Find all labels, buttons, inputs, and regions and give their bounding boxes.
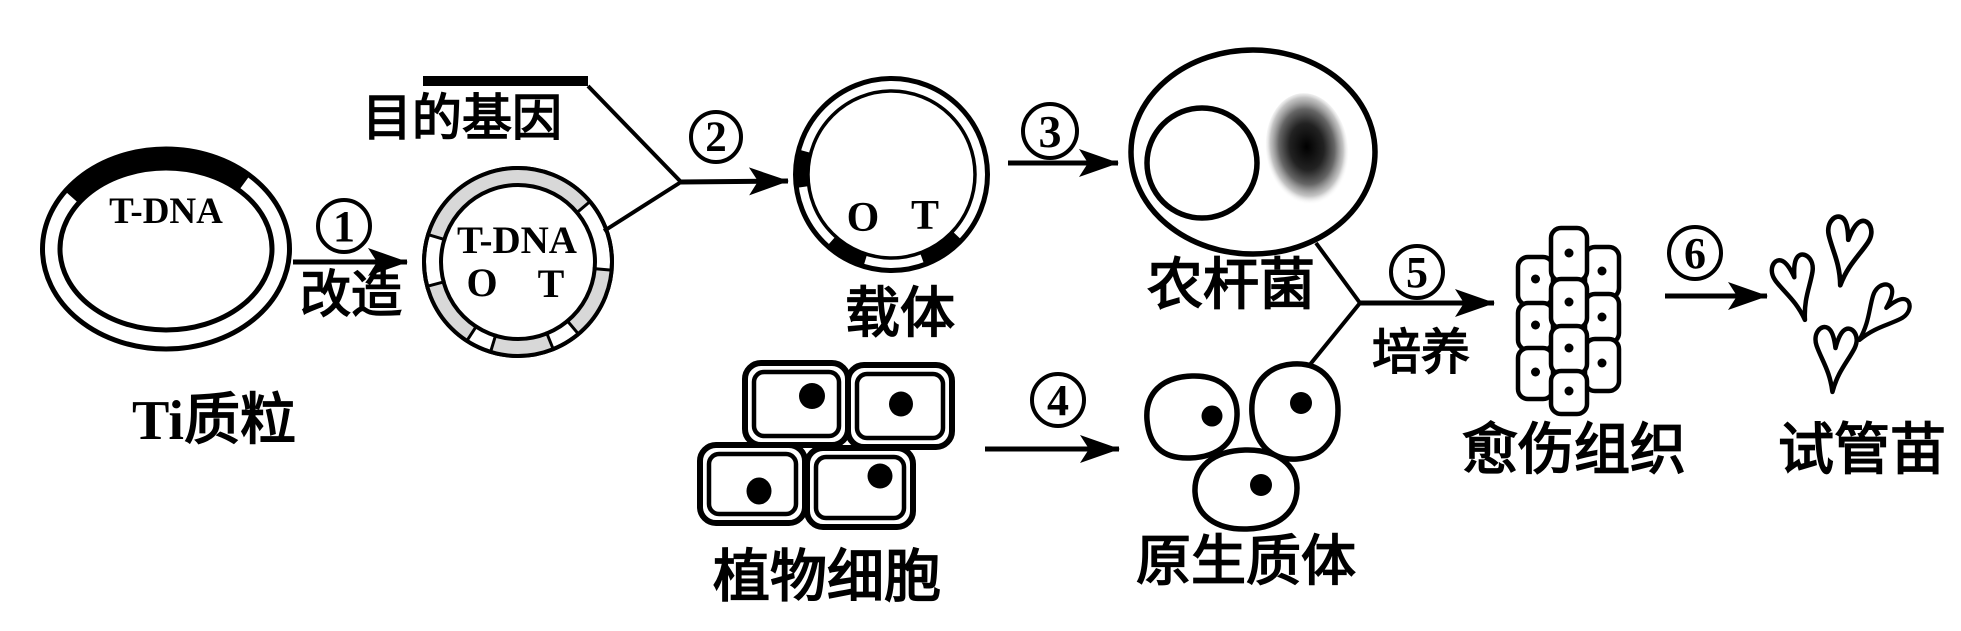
- plant-cell-nucleus: [746, 477, 772, 505]
- step3-number: 3: [1038, 105, 1062, 157]
- plant-cell-nucleus: [889, 391, 913, 417]
- plant-cell-1: [742, 360, 851, 448]
- modified-plasmid-t-site: T: [537, 261, 565, 306]
- plant-cell-nucleus: [867, 463, 893, 489]
- step3-circle: 3: [1021, 102, 1079, 160]
- ti-plasmid-shape: [40, 146, 292, 352]
- plant-cell-4: [804, 445, 916, 530]
- junction-line-agrobacterium: [1314, 241, 1362, 305]
- ti-tdna-arc: [64, 148, 251, 204]
- plant-cell-nucleus: [799, 383, 825, 409]
- step6-number: 6: [1684, 228, 1706, 278]
- callus-cell-nuclei: [1531, 248, 1607, 396]
- modified-plasmid-gray-ring: [427, 168, 612, 356]
- modified-plasmid-dividers: [425, 199, 613, 354]
- step2-number: 2: [705, 113, 727, 161]
- junction-line-gene: [586, 84, 683, 184]
- vector-shape: [793, 76, 990, 273]
- modified-plasmid-shape: [422, 166, 614, 358]
- target-gene-bar: [423, 76, 588, 86]
- protoplasts-shape: [1144, 361, 1341, 532]
- step2-junction-lines: [586, 84, 683, 233]
- protoplast-nucleus: [1201, 405, 1223, 427]
- ti-plasmid-tdna-label: T-DNA: [109, 191, 223, 232]
- vector-label: 载体: [844, 283, 955, 344]
- plant-cell-2: [845, 362, 955, 450]
- step5-label: 培养: [1371, 325, 1470, 380]
- plantlet-1: [1769, 253, 1824, 325]
- step5-number: 5: [1406, 247, 1428, 297]
- protoplast-1: [1144, 373, 1240, 461]
- vector-insert-segments: [795, 149, 962, 267]
- protoplast-3: [1192, 447, 1300, 532]
- agrobacterium-cell: [1128, 47, 1378, 257]
- step1-circle: 1: [316, 198, 372, 254]
- target-gene-label: 目的基因: [362, 90, 562, 146]
- callus-label: 愈伤组织: [1462, 420, 1686, 482]
- step5-junction-lines: [1306, 241, 1362, 369]
- step5-circle: 5: [1389, 244, 1445, 300]
- step6-circle: 6: [1667, 225, 1723, 281]
- plant-cells-label: 植物细胞: [713, 546, 941, 609]
- modified-plasmid-tdna-label: T-DNA: [457, 219, 577, 262]
- step1-number: 1: [333, 201, 355, 251]
- ti-plasmid-label: Ti质粒: [132, 390, 296, 452]
- step2-circle: 2: [689, 110, 743, 164]
- plantlet-4: [1812, 326, 1858, 393]
- step4-circle: 4: [1030, 372, 1086, 428]
- vector-t-site: T: [910, 193, 939, 239]
- protoplast-nucleus: [1290, 392, 1312, 414]
- step2-arrow: [680, 167, 789, 196]
- plantlets-label: 试管苗: [1778, 420, 1946, 482]
- plant-cells-shape: [697, 360, 955, 530]
- junction-line-protoplast: [1306, 301, 1362, 369]
- protoplast-nucleus: [1250, 474, 1272, 496]
- modified-plasmid-o-site: O: [466, 260, 498, 305]
- agrobacterium-plasmid: [1144, 105, 1260, 221]
- vector-o-site: O: [846, 195, 880, 241]
- callus-shape: [1515, 225, 1622, 417]
- agrobacterium-label: 农杆菌: [1147, 255, 1315, 317]
- agrobacterium-nucleoid: [1265, 93, 1349, 205]
- plantlet-2: [1819, 215, 1873, 289]
- plant-cell-3: [697, 442, 808, 526]
- plantlets-shape: [1769, 215, 1913, 393]
- junction-line-plasmid: [602, 180, 683, 233]
- step1-label: 改造: [299, 268, 402, 324]
- step4-number: 4: [1047, 375, 1069, 425]
- protoplasts-label: 原生质体: [1135, 531, 1356, 592]
